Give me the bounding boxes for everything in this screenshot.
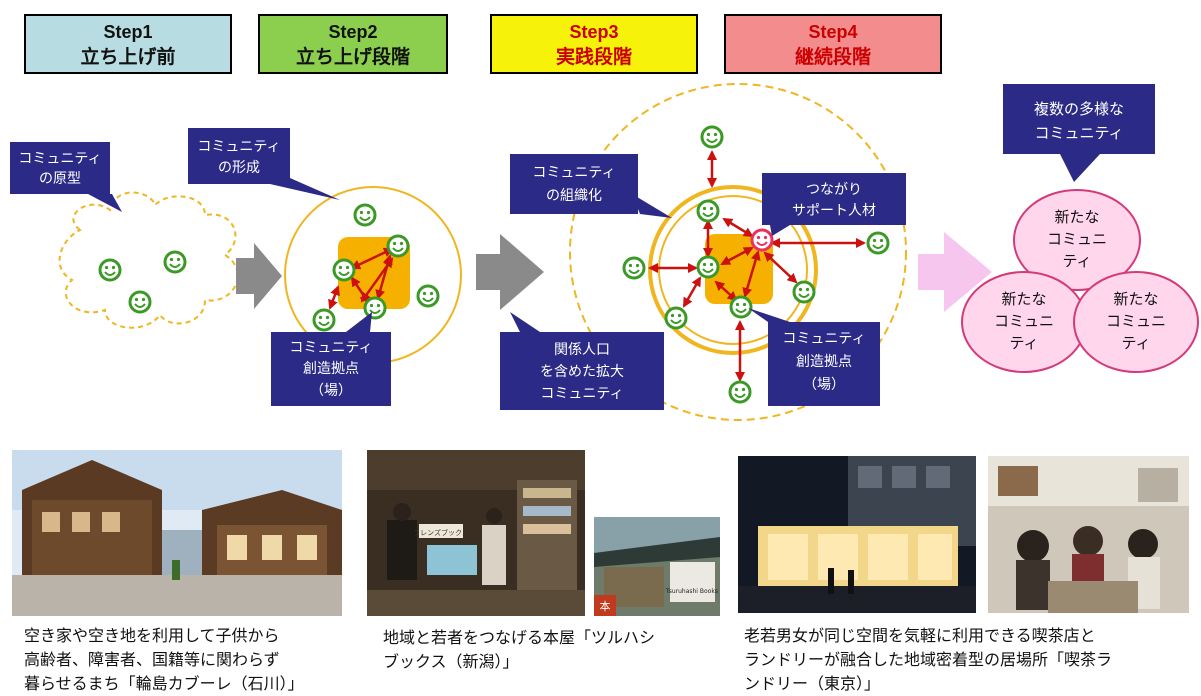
callout-base-step3: コミュニティ 創造拠点 （場） — [748, 308, 880, 406]
callout-expand: 関係人口 を含めた拡大 コミュニティ — [500, 312, 664, 410]
new-community-left-line2: コミュニ — [994, 312, 1054, 330]
new-community-left: 新たな コミュニ ティ — [961, 271, 1087, 373]
callout-base-step2: コミュニティ 創造拠点 （場） — [271, 312, 391, 406]
callout-base2-line2: 創造拠点 — [303, 361, 359, 377]
callout-expand-line3: コミュニティ — [540, 386, 623, 402]
new-community-right: 新たな コミュニ ティ — [1073, 271, 1199, 373]
callout-organize: コミュニティ の組織化 — [510, 154, 672, 218]
callout-base2-line1: コミュニティ — [289, 340, 372, 356]
smiley-icon — [728, 380, 752, 404]
support-person-smiley-icon — [750, 228, 774, 252]
smiley-icon — [696, 255, 720, 279]
smiley-icon — [163, 250, 187, 274]
callout-diverse: 複数の多様な コミュニティ — [1003, 84, 1155, 182]
caption-laundry-line2: ランドリーが融合した地域密着型の居場所「喫茶ラ — [744, 650, 1113, 669]
caption-wajima-line2: 高齢者、障害者、国籍等に関わらず — [24, 650, 280, 669]
new-community-left-line1: 新たな — [1001, 290, 1046, 308]
gray-arrow-1 — [236, 243, 282, 309]
new-community-right-line2: コミュニ — [1106, 312, 1166, 330]
pink-arrow — [918, 232, 992, 312]
smiley-icon — [700, 125, 724, 149]
new-community-right-line3: ティ — [1121, 334, 1150, 352]
callout-support-line1: つながり — [806, 182, 862, 198]
photo-tsuruhashi-storefront: Tsuruhashi Books 本 — [594, 517, 720, 616]
caption-laundry: 老若男女が同じ空間を気軽に利用できる喫茶店と ランドリーが融合した地域密着型の居… — [744, 624, 1112, 696]
callout-formation: コミュニティ の形成 — [188, 128, 340, 200]
bookshop-sign: フレンズブックス — [413, 528, 469, 537]
smiley-icon — [353, 203, 377, 227]
step3-box: Step3 実践段階 — [490, 14, 698, 74]
caption-tsuruhashi-line2: ブックス（新潟）」 — [383, 652, 519, 671]
smiley-icon — [312, 308, 336, 332]
new-community-right-line1: 新たな — [1113, 290, 1158, 308]
callout-organize-line1: コミュニティ — [532, 165, 615, 181]
smiley-icon — [664, 306, 688, 330]
photo-kissa-laundry-exterior — [738, 456, 976, 613]
callout-diverse-line1: 複数の多様な — [1034, 100, 1124, 118]
step3-title: Step3 — [569, 22, 619, 42]
step2-subtitle: 立ち上げ段階 — [295, 46, 410, 68]
smiley-icon — [792, 280, 816, 304]
callout-support-line2: サポート人材 — [792, 203, 876, 219]
new-community-top-line1: 新たな — [1054, 208, 1099, 226]
smiley-icon — [622, 256, 646, 280]
callout-base3-line2: 創造拠点 — [796, 354, 852, 370]
smiley-icon — [696, 199, 720, 223]
step1-box: Step1 立ち上げ前 — [24, 14, 232, 74]
smiley-icon — [729, 295, 753, 319]
new-community-left-line3: ティ — [1009, 334, 1038, 352]
callout-formation-line1: コミュニティ — [197, 139, 280, 155]
callout-formation-line2: の形成 — [218, 160, 260, 176]
new-community-top-line2: コミュニ — [1047, 230, 1107, 248]
callout-base2-line3: （場） — [310, 383, 352, 399]
step2-box: Step2 立ち上げ段階 — [258, 14, 448, 74]
step1-subtitle: 立ち上げ前 — [80, 46, 176, 68]
caption-wajima-line3: 暮らせるまち「輪島カブーレ（石川）」 — [24, 674, 304, 693]
step4-title: Step4 — [808, 22, 858, 42]
smiley-icon — [363, 296, 387, 320]
storefront-mark: 本 — [600, 599, 611, 613]
smiley-icon — [416, 284, 440, 308]
caption-wajima: 空き家や空き地を利用して子供から 高齢者、障害者、国籍等に関わらず 暮らせるまち… — [24, 624, 304, 696]
callout-diverse-line2: コミュニティ — [1034, 124, 1123, 142]
new-community-top-line3: ティ — [1062, 252, 1091, 270]
step4-box: Step4 継続段階 — [724, 14, 942, 74]
caption-tsuruhashi-line1: 地域と若者をつなげる本屋「ツルハシ — [383, 628, 656, 647]
callout-expand-line1: 関係人口 — [554, 342, 610, 358]
caption-laundry-line1: 老若男女が同じ空間を気軽に利用できる喫茶店と — [744, 626, 1096, 645]
photo-kissa-laundry-interior — [988, 456, 1189, 613]
callout-base3-line1: コミュニティ — [782, 331, 865, 347]
caption-laundry-line3: ンドリー（東京）」 — [744, 674, 881, 693]
smiley-icon — [128, 290, 152, 314]
photo-wajima-kabule — [12, 450, 342, 616]
callout-expand-line2: を含めた拡大 — [540, 364, 624, 380]
gray-arrow-2 — [476, 234, 544, 310]
callout-prototype-line2: の原型 — [39, 171, 81, 187]
caption-tsuruhashi: 地域と若者をつなげる本屋「ツルハシ ブックス（新潟）」 — [383, 626, 655, 674]
callout-organize-line2: の組織化 — [546, 188, 602, 204]
callout-support: つながり サポート人材 — [762, 173, 906, 236]
caption-wajima-line1: 空き家や空き地を利用して子供から — [24, 626, 280, 645]
new-community-top: 新たな コミュニ ティ — [1013, 189, 1141, 291]
smiley-icon — [386, 234, 410, 258]
photo-tsuruhashi-books: フレンズブックス — [367, 450, 585, 616]
expanded-dashed-circle — [569, 83, 907, 421]
step2-title: Step2 — [328, 22, 378, 42]
smiley-icon — [98, 258, 122, 282]
callout-base3-line3: （場） — [803, 377, 845, 393]
callout-prototype: コミュニティ の原型 — [10, 142, 122, 212]
step4-subtitle: 継続段階 — [794, 46, 871, 68]
step3-subtitle: 実践段階 — [555, 46, 632, 68]
smiley-icon — [332, 258, 356, 282]
callout-prototype-line1: コミュニティ — [18, 151, 101, 167]
storefront-sign: Tsuruhashi Books — [665, 588, 718, 595]
smiley-icon — [866, 231, 890, 255]
community-stages-diagram: コミュニティ の原型 コミュニティ の形成 コミュニティ 創造拠点 （場） — [10, 83, 1199, 421]
step1-title: Step1 — [103, 22, 153, 42]
